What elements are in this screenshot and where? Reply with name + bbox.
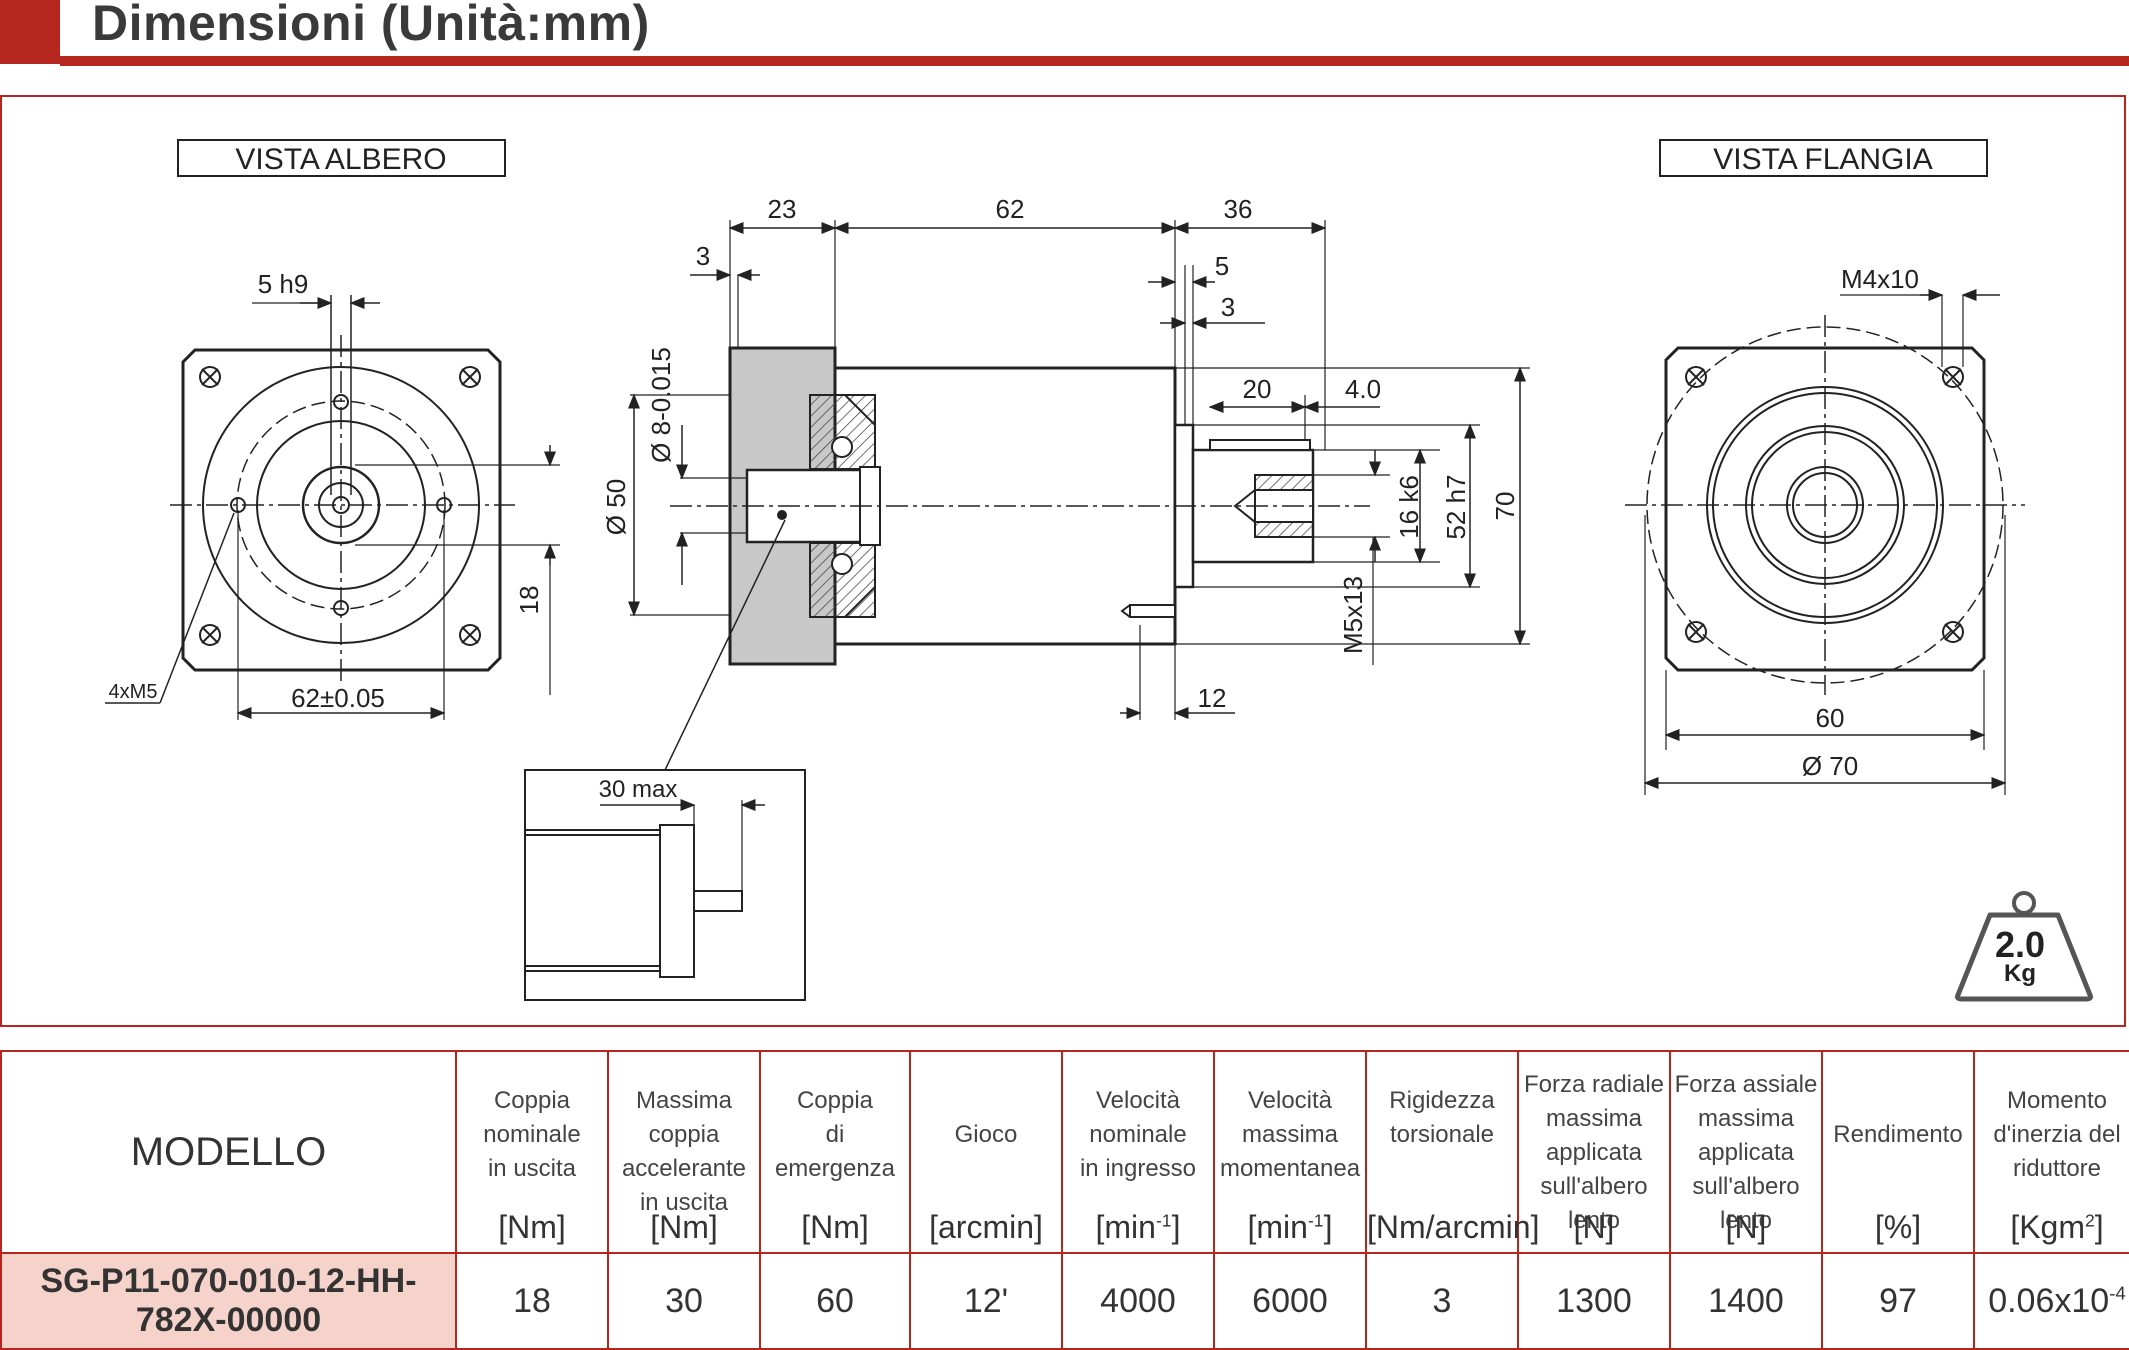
col-header: Rigidezza torsionale[Nm/arcmin] bbox=[1365, 1050, 1539, 1254]
dim-36: 36 bbox=[1224, 194, 1253, 224]
dim-50: Ø 50 bbox=[601, 479, 631, 535]
table-cell: 4000 bbox=[1061, 1252, 1215, 1350]
dim-52: 52 h7 bbox=[1441, 474, 1471, 539]
dim-62-tol: 62±0.05 bbox=[291, 683, 385, 713]
col-header: Massima coppia accelerante in uscita[Nm] bbox=[607, 1050, 761, 1254]
table-cell: 1400 bbox=[1669, 1252, 1823, 1350]
col-header: Rendimento[%] bbox=[1821, 1050, 1975, 1254]
dim-3b: 3 bbox=[1221, 292, 1235, 322]
table-cell: 30 bbox=[607, 1252, 761, 1350]
table-cell: 3 bbox=[1365, 1252, 1519, 1350]
drawing-panel bbox=[0, 95, 2126, 1027]
shaft-view-label-box bbox=[177, 139, 506, 177]
weight-icon bbox=[1955, 891, 2093, 1002]
shaft-view-flange bbox=[181, 348, 502, 672]
flange-view-label: VISTA FLANGIA bbox=[1713, 143, 1933, 176]
dim-m4x10: M4x10 bbox=[1841, 264, 1919, 294]
col-header: Forza assiale massima applicata sull'alb… bbox=[1669, 1050, 1823, 1254]
dim-70: Ø 70 bbox=[1802, 751, 1858, 781]
dim-62: 62 bbox=[996, 194, 1025, 224]
dim-4xm5: 4xM5 bbox=[109, 681, 158, 703]
dim-m5x13: M5x13 bbox=[1338, 576, 1368, 654]
table-row: SG-P11-070-010-12-HH-782X-00000 18 30 60… bbox=[0, 1252, 2129, 1350]
spec-header-row: MODELLO Coppia nominale in uscita[Nm] Ma… bbox=[0, 1050, 2129, 1254]
technical-drawing: VISTA ALBERO 5 h9 bbox=[105, 139, 2093, 1002]
dim-5: 5 bbox=[1215, 251, 1229, 281]
detail-inset: 30 max bbox=[524, 769, 806, 1001]
table-cell: 0.06x10-4 bbox=[1973, 1252, 2129, 1350]
table-cell: 97 bbox=[1821, 1252, 1975, 1350]
dim-16: 16 k6 bbox=[1394, 475, 1424, 539]
side-view: 23 62 36 3 5 3 20 4.0 Ø 50 Ø 8-0.015 bbox=[601, 194, 1530, 771]
dim-18: 18 bbox=[514, 586, 544, 615]
shaft-view: VISTA ALBERO 5 h9 bbox=[105, 139, 560, 720]
flange-view: VISTA FLANGIA M4x10 60 Ø 70 bbox=[1625, 139, 2025, 795]
header-accent-block bbox=[0, 0, 60, 64]
weight-unit: Kg bbox=[2004, 960, 2036, 987]
dim-3a: 3 bbox=[696, 241, 710, 271]
col-header: Coppia di emergenza[Nm] bbox=[759, 1050, 911, 1254]
col-header: Velocità massima momentanea[min-1] bbox=[1213, 1050, 1367, 1254]
shaft-view-label: VISTA ALBERO bbox=[235, 143, 446, 176]
dim-12: 12 bbox=[1198, 683, 1227, 713]
table-cell: 1300 bbox=[1517, 1252, 1671, 1350]
table-cell: 18 bbox=[455, 1252, 609, 1350]
dim-4: 4.0 bbox=[1345, 374, 1381, 404]
model-header: MODELLO bbox=[0, 1050, 457, 1254]
dim-30max: 30 max bbox=[599, 776, 678, 803]
page-title: Dimensioni (Unità:mm) bbox=[92, 0, 650, 51]
spec-table: MODELLO Coppia nominale in uscita[Nm] Ma… bbox=[0, 1050, 2129, 1350]
dim-70-vert: 70 bbox=[1490, 492, 1520, 521]
table-cell: 60 bbox=[759, 1252, 911, 1350]
flange-view-label-box bbox=[1659, 139, 1988, 177]
col-header: Forza radiale massima applicata sull'alb… bbox=[1517, 1050, 1671, 1254]
dim-5h9: 5 h9 bbox=[258, 269, 309, 299]
header-rule bbox=[60, 56, 2129, 66]
model-code: SG-P11-070-010-12-HH-782X-00000 bbox=[0, 1252, 457, 1350]
dim-20: 20 bbox=[1243, 374, 1272, 404]
weight-badge: 2.0 Kg bbox=[1960, 888, 2080, 1003]
col-header: Coppia nominale in uscita[Nm] bbox=[455, 1050, 609, 1254]
dim-23: 23 bbox=[768, 194, 797, 224]
weight-value: 2.0 bbox=[1994, 924, 2046, 965]
col-header: Velocità nominale in ingresso[min-1] bbox=[1061, 1050, 1215, 1254]
table-cell: 12' bbox=[909, 1252, 1063, 1350]
shaft-view-corner-holes bbox=[199, 366, 481, 646]
col-header: Momento d'inerzia del riduttore[Kgm2] bbox=[1973, 1050, 2129, 1254]
table-cell: 6000 bbox=[1213, 1252, 1367, 1350]
dim-8: Ø 8-0.015 bbox=[646, 347, 676, 463]
col-header: Gioco[arcmin] bbox=[909, 1050, 1063, 1254]
dim-60: 60 bbox=[1816, 703, 1845, 733]
